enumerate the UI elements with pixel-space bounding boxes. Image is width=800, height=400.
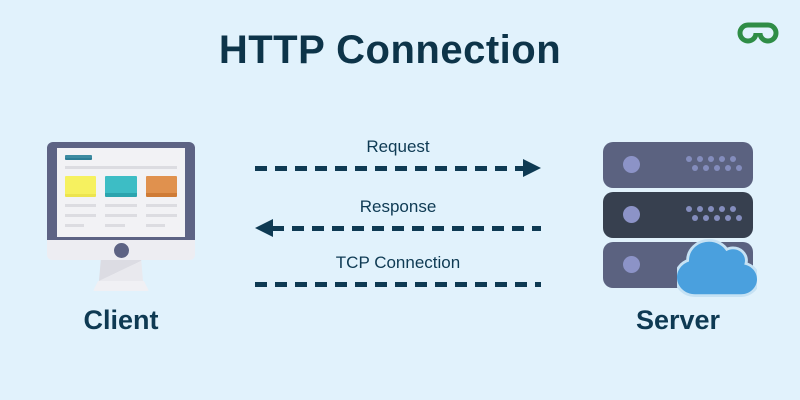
server-led-icon xyxy=(623,256,640,273)
flow-request-label: Request xyxy=(366,137,430,156)
webpage-column xyxy=(105,176,137,227)
client-computer-icon xyxy=(47,142,195,291)
text-line xyxy=(65,214,97,217)
monitor-stand-neck xyxy=(99,260,143,281)
page-title: HTTP Connection xyxy=(218,28,562,72)
flow-tcp-connection: TCP Connection xyxy=(255,252,541,294)
text-line xyxy=(65,204,97,207)
text-line xyxy=(105,224,125,227)
text-line xyxy=(105,204,137,207)
server-unit-top xyxy=(603,142,753,188)
flow-tcp-line xyxy=(255,275,541,294)
server-label: Server xyxy=(635,305,721,335)
text-line xyxy=(145,214,177,217)
webpage-column xyxy=(65,176,97,227)
arrowhead-right-icon xyxy=(523,159,541,177)
server-vents-icon xyxy=(686,206,742,221)
cloud-icon xyxy=(677,239,757,297)
server-unit-middle xyxy=(603,192,753,238)
monitor-chin xyxy=(47,240,195,260)
orange-card xyxy=(145,176,177,197)
arrowhead-left-icon xyxy=(255,219,273,237)
flow-request: Request xyxy=(255,136,541,178)
teal-card xyxy=(105,176,137,197)
yellow-card xyxy=(65,176,97,197)
monitor-bezel xyxy=(47,142,195,240)
dashed-line xyxy=(255,166,524,171)
text-line xyxy=(65,224,85,227)
flow-response-label: Response xyxy=(359,197,437,216)
text-line xyxy=(105,214,137,217)
text-line xyxy=(145,204,177,207)
dashed-line xyxy=(272,226,541,231)
webpage-logo-bar xyxy=(65,155,92,160)
webpage-divider xyxy=(65,166,177,169)
server-led-icon xyxy=(623,156,640,173)
flow-tcp-label: TCP Connection xyxy=(335,253,461,272)
monitor-stand-base xyxy=(93,281,149,291)
webpage-cards xyxy=(65,176,177,227)
flow-request-line xyxy=(255,159,541,178)
power-button-icon xyxy=(113,242,129,258)
server-led-icon xyxy=(623,206,640,223)
monitor-screen xyxy=(57,148,185,237)
webpage-column xyxy=(145,176,177,227)
dashed-line xyxy=(255,282,541,287)
geeksforgeeks-logo-icon xyxy=(737,22,779,44)
flow-response: Response xyxy=(255,196,541,238)
client-label: Client xyxy=(83,305,159,335)
flow-response-line xyxy=(255,219,541,238)
text-line xyxy=(145,224,166,227)
server-vents-icon xyxy=(686,156,742,171)
